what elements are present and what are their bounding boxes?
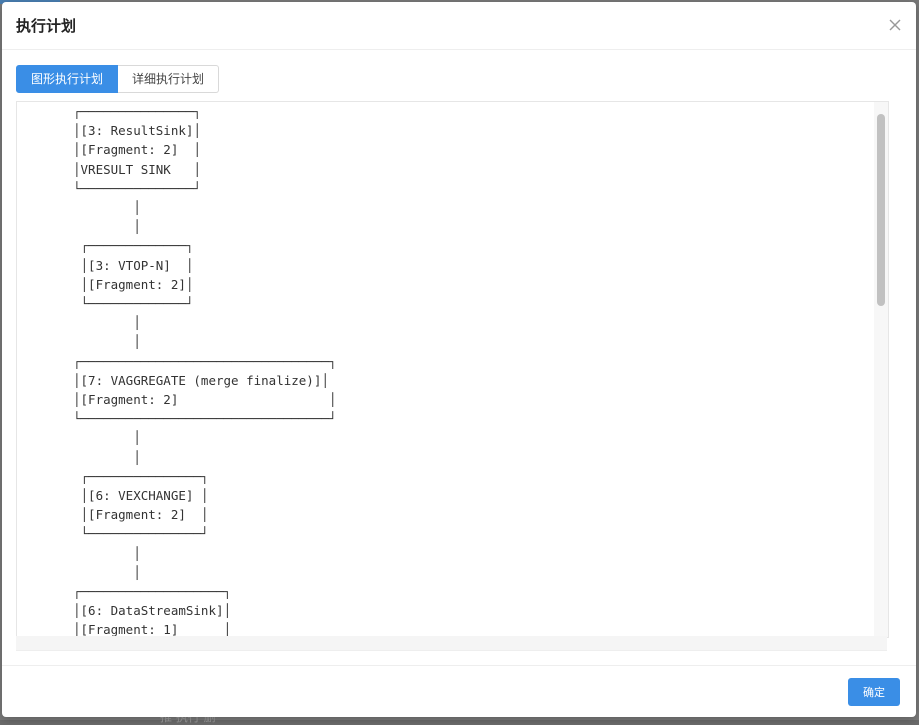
tab-detailed-plan[interactable]: 详细执行计划: [118, 65, 220, 93]
plan-tree-text: ┌───────────────┐ │[3: ResultSink]│ │[Fr…: [73, 104, 337, 638]
plan-view-tabs: 图形执行计划 详细执行计划: [16, 65, 220, 93]
vertical-scrollbar[interactable]: [874, 102, 888, 637]
tab-graphical-plan[interactable]: 图形执行计划: [16, 65, 119, 93]
dialog-header: 执行计划: [2, 2, 916, 50]
close-icon: [889, 19, 901, 31]
vertical-scrollbar-thumb[interactable]: [877, 114, 885, 306]
plan-viewer[interactable]: ┌───────────────┐ │[3: ResultSink]│ │[Fr…: [16, 101, 889, 638]
horizontal-scrollbar[interactable]: [16, 636, 887, 651]
dialog-footer: 确定: [2, 665, 916, 717]
confirm-button[interactable]: 确定: [848, 678, 900, 706]
close-button[interactable]: [884, 14, 906, 36]
dialog-title: 执行计划: [16, 17, 77, 35]
